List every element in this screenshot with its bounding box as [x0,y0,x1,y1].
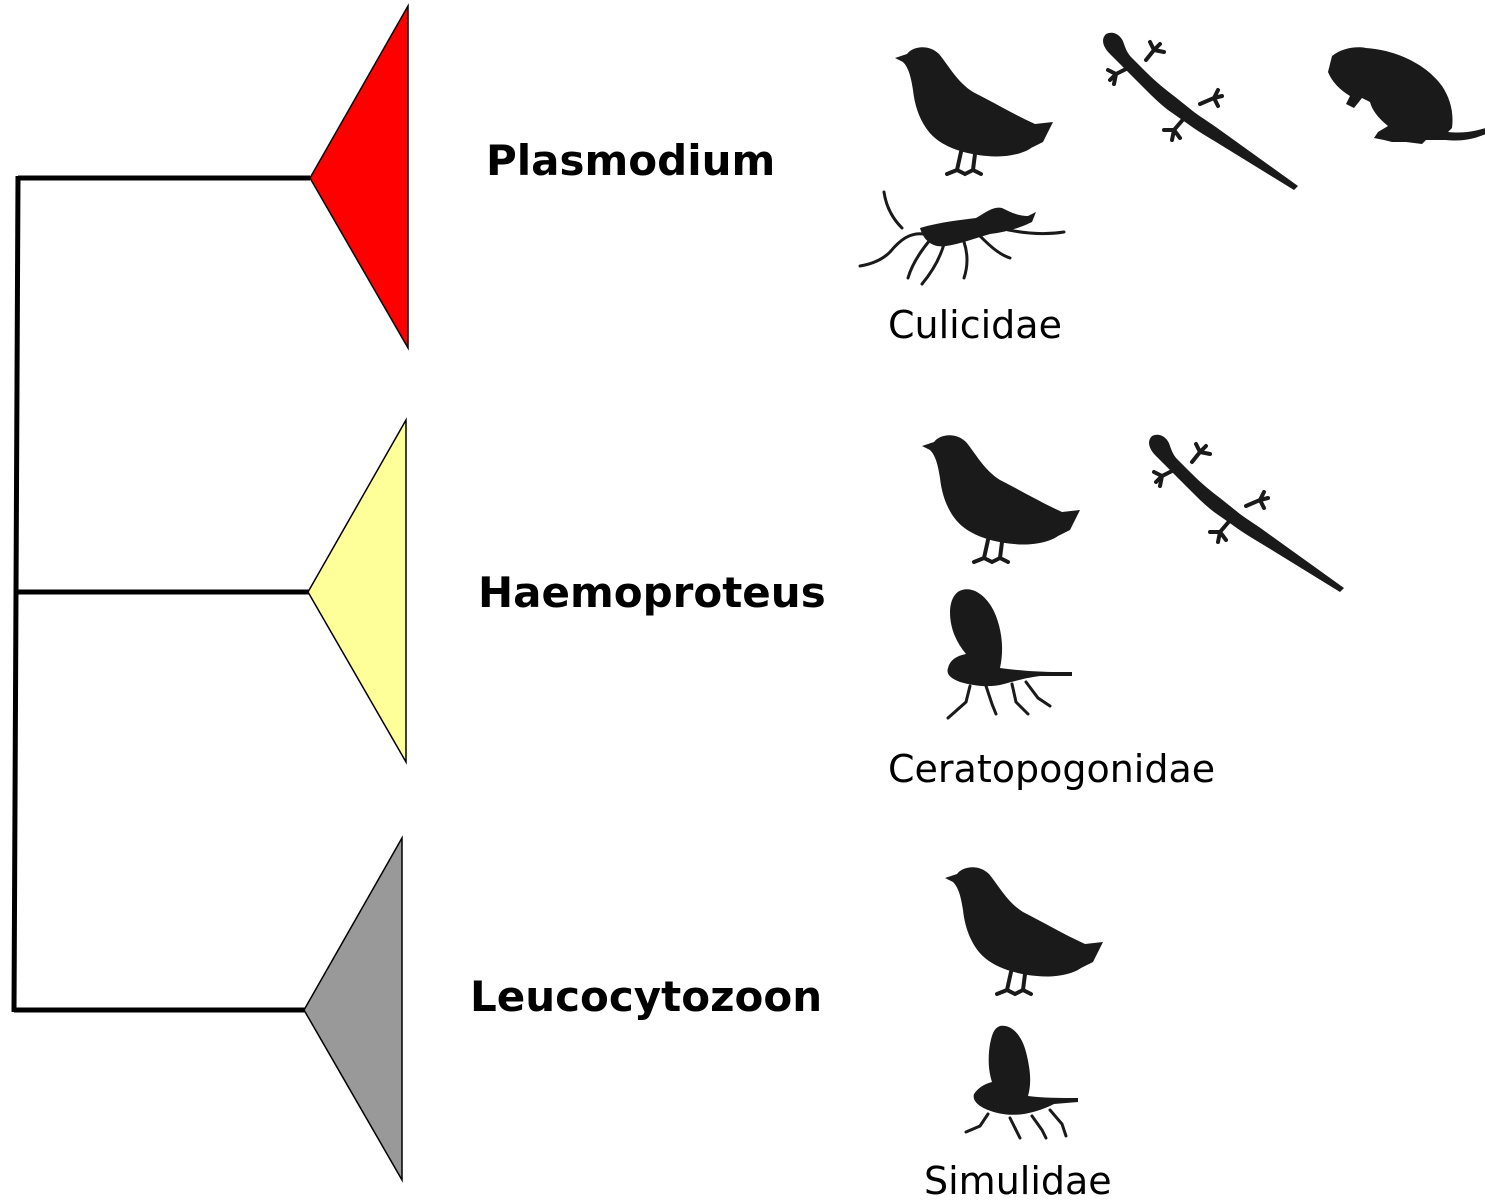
tree-backbone [14,176,318,1012]
triangle-leucocytozoon [304,838,402,1180]
mosquito-icon [860,192,1064,284]
biting-midge-icon [948,589,1073,718]
vector-label-simulidae: Simulidae [924,1162,1112,1200]
bird-icon [922,435,1080,562]
vector-label-culicidae: Culicidae [888,306,1062,344]
rodent-icon [1328,47,1485,144]
lizard-icon [1149,435,1344,592]
triangle-haemoproteus [308,420,406,762]
blackfly-icon [966,1026,1078,1138]
clade-label-haemoproteus: Haemoproteus [478,572,826,614]
vector-label-ceratopogonidae: Ceratopogonidae [888,750,1215,788]
lizard-icon [1103,33,1298,190]
clade-label-plasmodium: Plasmodium [486,140,775,182]
bird-icon [945,867,1103,994]
bird-icon [895,47,1053,174]
triangle-plasmodium [310,6,408,348]
clade-label-leucocytozoon: Leucocytozoon [470,976,822,1018]
